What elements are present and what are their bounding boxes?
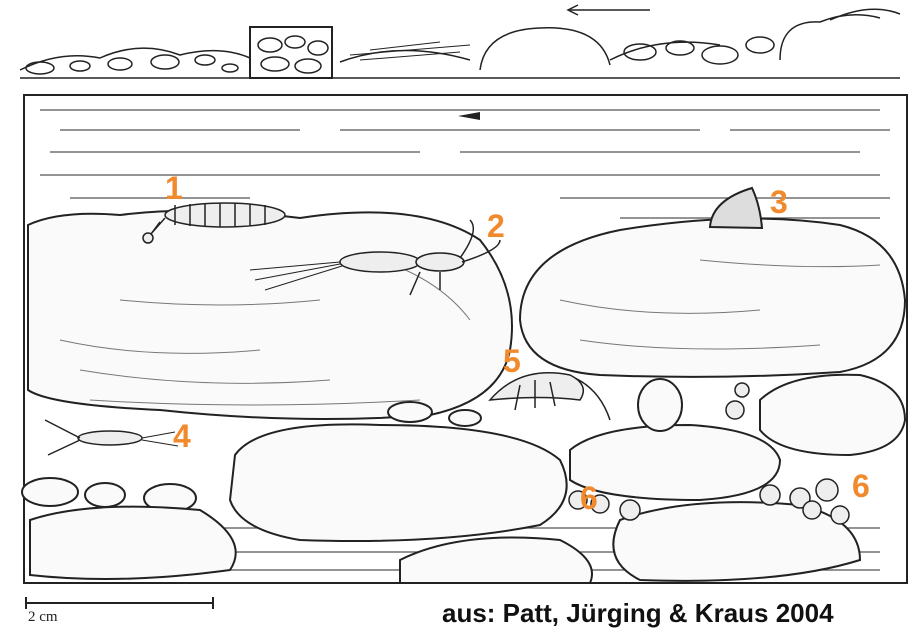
label-1: 1 xyxy=(165,172,183,204)
stonefly-nymph-drawing xyxy=(45,420,178,455)
snail-shell-drawing xyxy=(710,188,762,228)
label-5: 5 xyxy=(503,345,521,377)
label-2: 2 xyxy=(487,210,505,242)
amphipod-drawing xyxy=(490,373,610,420)
label-3: 3 xyxy=(770,186,788,218)
scale-bar xyxy=(26,597,213,609)
stone-large-left xyxy=(28,211,512,419)
label-4: 4 xyxy=(173,420,191,452)
source-caption: aus: Patt, Jürging & Kraus 2004 xyxy=(442,598,834,629)
scale-bar-label: 2 cm xyxy=(28,609,58,626)
label-6-right: 6 xyxy=(852,470,870,502)
stone-large-right xyxy=(520,219,905,377)
label-6-left: 6 xyxy=(580,482,598,514)
overview-strip xyxy=(20,5,900,78)
